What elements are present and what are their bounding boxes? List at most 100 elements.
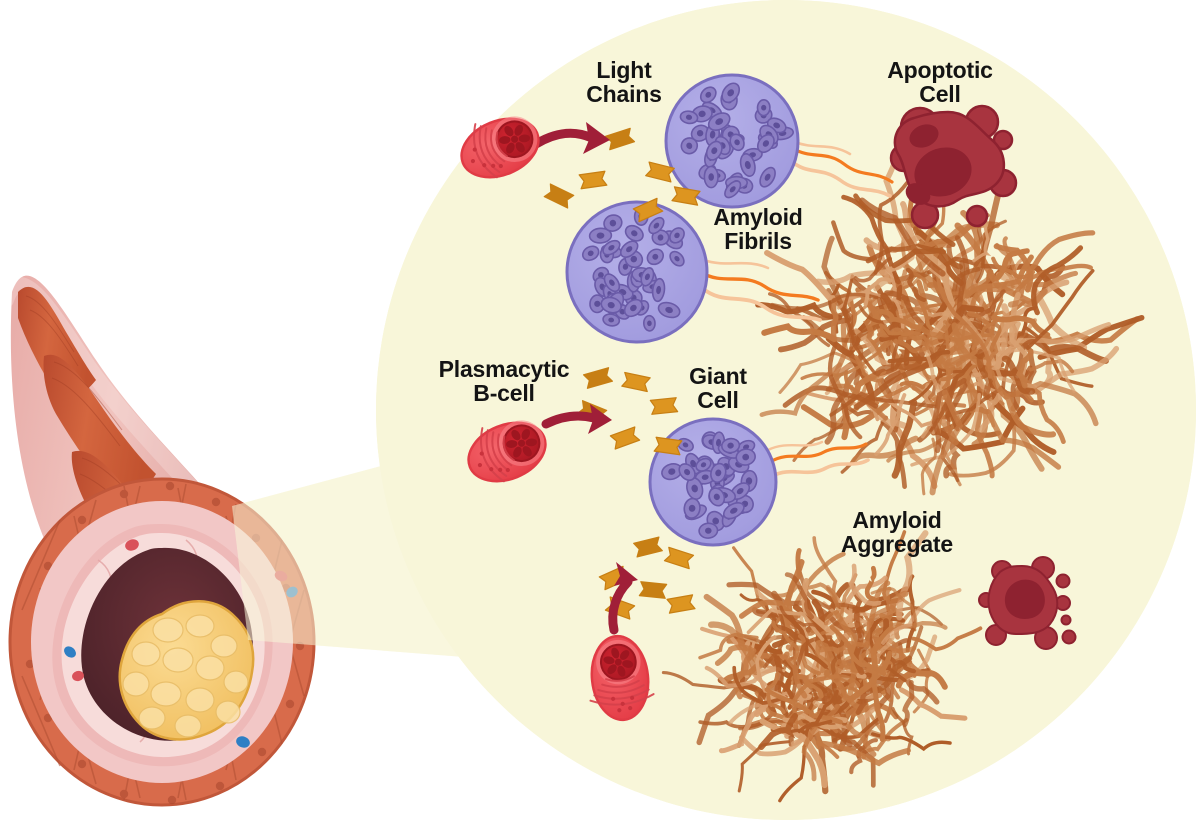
chromatin-clump xyxy=(617,665,626,677)
giant-cell-middle xyxy=(565,200,709,344)
giant-cell-nucleolus xyxy=(736,488,744,495)
chromatin-clump xyxy=(506,142,515,154)
amyloid-fibrils-group xyxy=(698,140,894,478)
light-chain-fragment xyxy=(582,367,614,389)
giant-cell-nucleolus xyxy=(709,130,716,139)
light-chain-fragment xyxy=(609,426,641,450)
endoplasmic-reticulum xyxy=(480,427,515,483)
giant-cell-nucleolus xyxy=(684,469,691,476)
giant-cell-nucleolus xyxy=(607,301,615,309)
giant-cell-nucleolus xyxy=(698,110,706,118)
giant-cell-nucleolus xyxy=(608,244,615,251)
giant-cell-nucleolus xyxy=(609,219,617,227)
chromatin-clump xyxy=(518,134,531,143)
giant-cell-nucleolus xyxy=(609,279,615,286)
giant-cell-nucleolus xyxy=(647,320,652,327)
light-chain-fragment xyxy=(632,197,664,223)
amyloid-aggregates xyxy=(661,141,1145,803)
chromatin-clump xyxy=(622,660,634,668)
chromatin-clump xyxy=(603,656,615,665)
amyloid-aggregate-upper xyxy=(755,141,1145,496)
giant-cell-nucleolus xyxy=(764,173,771,181)
giant-cell-nucleolus xyxy=(674,255,680,262)
giant-cell-nucleolus xyxy=(711,147,718,155)
giant-cell-nucleolus xyxy=(656,285,662,295)
giant-cell-nucleolus xyxy=(631,230,638,237)
giant-cell-nucleolus xyxy=(626,246,633,253)
chromatin-clump xyxy=(514,124,524,136)
chromatin-clump xyxy=(521,428,531,440)
giant-cell-nucleolus xyxy=(715,118,724,125)
chromatin-clump xyxy=(506,440,518,448)
giant-cell-nucleolus xyxy=(727,89,735,97)
giant-cell-nucleolus xyxy=(743,444,750,450)
giant-cell-bottom xyxy=(648,417,778,547)
giant-cell-nucleolus xyxy=(730,507,738,514)
light-chain-fragment xyxy=(621,371,651,393)
giant-cell-nucleolus xyxy=(727,442,734,449)
giant-cell-nucleolus xyxy=(682,442,689,448)
nucleolus xyxy=(518,439,526,447)
label-amyloid-fibrils: Amyloid Fibrils xyxy=(713,204,803,255)
giant-cell-nucleolus xyxy=(690,459,697,468)
nucleolus xyxy=(614,658,622,666)
chromatin-clump xyxy=(611,647,620,659)
plasma-cell-bottom xyxy=(589,634,655,722)
giant-cell-nucleolus xyxy=(587,250,594,257)
giant-cell-nucleolus xyxy=(734,139,740,146)
giant-cell-nucleolus xyxy=(691,484,698,493)
giant-cell-nucleolus xyxy=(644,273,650,281)
cytoplasmic-granules xyxy=(477,451,510,473)
amyloid-plaque xyxy=(118,600,255,741)
giant-cell-nucleolus xyxy=(598,272,604,278)
giant-cell-nucleolus xyxy=(688,504,696,512)
giant-cell-nucleolus xyxy=(652,253,659,260)
chromatin-clump xyxy=(511,429,521,441)
giant-cell-nucleolus xyxy=(701,474,709,480)
light-chain-fragment xyxy=(671,186,701,206)
giant-cell-nucleolus xyxy=(712,517,720,525)
chromatin-clump xyxy=(504,125,514,137)
cytoplasmic-granules xyxy=(470,147,503,169)
giant-cell-nucleolus xyxy=(715,438,722,447)
apoptotic-cell-upper xyxy=(889,104,1018,230)
giant-cell-nucleolus xyxy=(715,469,722,477)
giant-cell-nucleolus xyxy=(708,173,715,181)
giant-cell-nucleolus xyxy=(596,232,605,239)
giant-cell-nucleolus xyxy=(619,308,626,315)
arrow-heads xyxy=(583,122,638,586)
chromatin-clump xyxy=(607,664,617,675)
chromatin-clump xyxy=(522,446,532,457)
giant-cell-nucleolus xyxy=(696,129,704,137)
nucleolus xyxy=(511,135,519,143)
giant-cell-nucleolus xyxy=(705,527,712,534)
giant-cell-nucleolus xyxy=(713,493,720,501)
secretion-arrows xyxy=(531,128,633,635)
endoplasmic-reticulum xyxy=(473,123,508,179)
chromatin-clump xyxy=(619,650,630,660)
light-chain-fragment xyxy=(638,581,668,599)
giant-cell-nucleolus xyxy=(745,477,753,485)
giant-cell-nucleolus xyxy=(653,222,660,229)
cytoplasmic-granules xyxy=(611,695,635,713)
plasma-cell-top xyxy=(460,116,540,179)
giant-cell-nucleolus xyxy=(630,255,638,263)
light-chain-fragment xyxy=(604,127,636,151)
giant-cell-nucleolus xyxy=(761,104,767,111)
light-chain-fragment xyxy=(578,170,608,190)
light-chains-group xyxy=(543,127,701,620)
giant-cell-nucleolus xyxy=(665,306,673,314)
plasma-cells xyxy=(460,116,655,722)
giant-cell-nucleolus xyxy=(630,304,637,312)
blood-vessel-cross-section xyxy=(0,275,316,807)
light-chain-fragment xyxy=(666,594,696,614)
label-amyloid-aggregate: Amyloid Aggregate xyxy=(841,507,953,558)
giant-cell-nucleolus xyxy=(674,232,680,239)
giant-cell-nucleolus xyxy=(594,300,601,307)
chromatin-clump xyxy=(515,142,525,153)
giant-cell-nucleolus xyxy=(773,122,781,129)
giant-cell-nucleolus xyxy=(729,186,736,193)
plasma-cell-middle xyxy=(467,420,547,483)
giant-cell-top xyxy=(664,73,800,209)
giant-cell-nucleolus xyxy=(608,317,615,323)
